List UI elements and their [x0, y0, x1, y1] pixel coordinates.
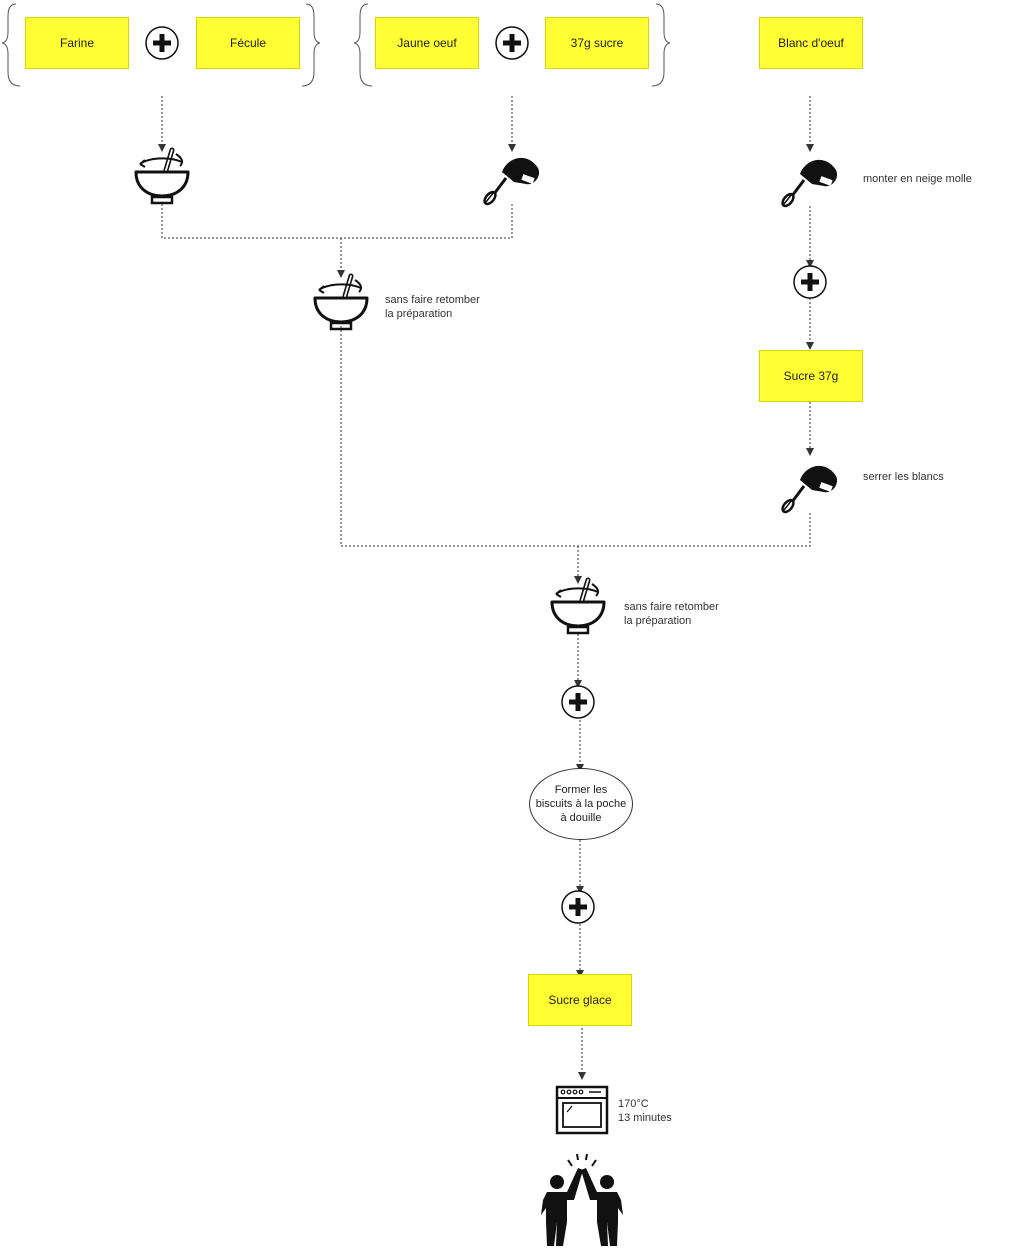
ingredient-brace-left — [1, 3, 321, 87]
farine-box: Farine — [25, 17, 129, 69]
mixing-bowl-icon-1 — [136, 150, 188, 203]
plus-icon-5 — [561, 890, 595, 924]
flow-connectors — [158, 96, 814, 1080]
note-serrer-blancs: serrer les blancs — [863, 471, 944, 483]
hand-mixer-icon-1 — [480, 156, 541, 208]
oven-icon — [555, 1085, 609, 1135]
note-monter-neige: monter en neige molle — [863, 173, 972, 185]
hand-mixer-icon-2 — [778, 158, 839, 210]
plus-icon-2 — [495, 26, 529, 60]
sucre-37g-box-a: 37g sucre — [545, 17, 649, 69]
fecule-box: Fécule — [196, 17, 300, 69]
plus-icon-1 — [145, 26, 179, 60]
former-biscuits-step: Former les biscuits à la poche à douille — [529, 768, 633, 840]
plus-icon-4 — [561, 685, 595, 719]
blanc-oeuf-box: Blanc d'oeuf — [759, 17, 863, 69]
hand-mixer-icon-3 — [778, 464, 839, 516]
mixing-bowl-icon-3 — [552, 580, 604, 633]
note-cuisson: 170°C 13 minutes — [618, 1098, 672, 1124]
ingredient-brace-middle — [353, 3, 671, 87]
high-five-icon — [541, 1153, 623, 1246]
sucre-glace-box: Sucre glace — [528, 974, 632, 1026]
sucre-37g-box-b: Sucre 37g — [759, 350, 863, 402]
jaune-oeuf-box: Jaune oeuf — [375, 17, 479, 69]
note-sans-retomber-2: sans faire retomber la préparation — [624, 601, 719, 627]
note-sans-retomber-1: sans faire retomber la préparation — [385, 294, 480, 320]
mixing-bowl-icon-2 — [315, 276, 367, 329]
plus-icon-3 — [793, 265, 827, 299]
